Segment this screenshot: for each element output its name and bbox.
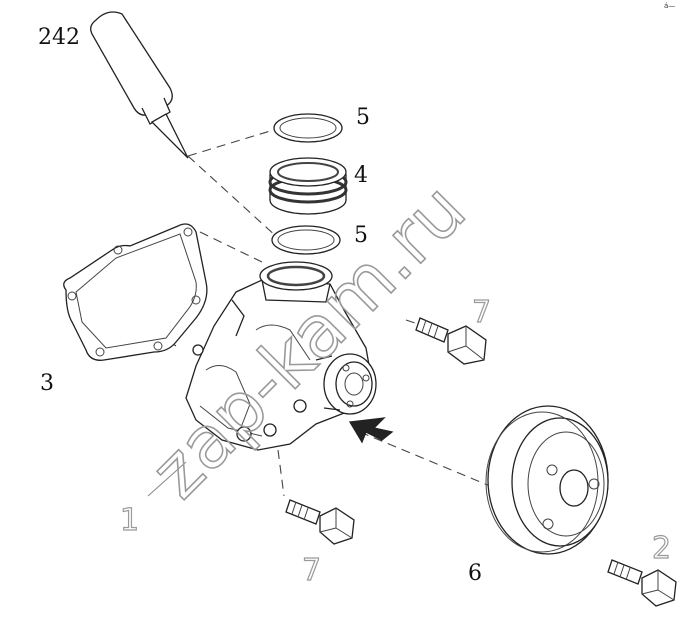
callout-3: 3 [40, 371, 54, 396]
callout-242: 242 [38, 25, 80, 50]
callout-6: 6 [468, 561, 482, 586]
bolt-7-lower [285, 499, 355, 545]
callout-5-upper: 5 [356, 105, 370, 130]
bolt-7-upper [415, 317, 487, 365]
leader-1 [147, 461, 187, 497]
sealant-tube-242 [90, 11, 189, 159]
callout-5-lower: 5 [354, 223, 368, 248]
pump-housing-1 [185, 261, 394, 451]
sealing-ring-5-lower [271, 225, 341, 255]
watermark: zap-kam.ru [135, 167, 482, 514]
seal-4 [268, 157, 348, 215]
bolt-2 [607, 559, 677, 607]
corner-mark: á— [664, 2, 675, 10]
callout-4: 4 [354, 163, 368, 188]
pulley-6 [485, 405, 609, 555]
callout-1: 1 [120, 503, 139, 538]
sealing-ring-5-upper [273, 113, 343, 143]
callout-2: 2 [652, 531, 671, 566]
callout-7-lower: 7 [302, 553, 321, 588]
gasket-3 [63, 223, 208, 361]
callout-7-upper: 7 [472, 295, 491, 330]
